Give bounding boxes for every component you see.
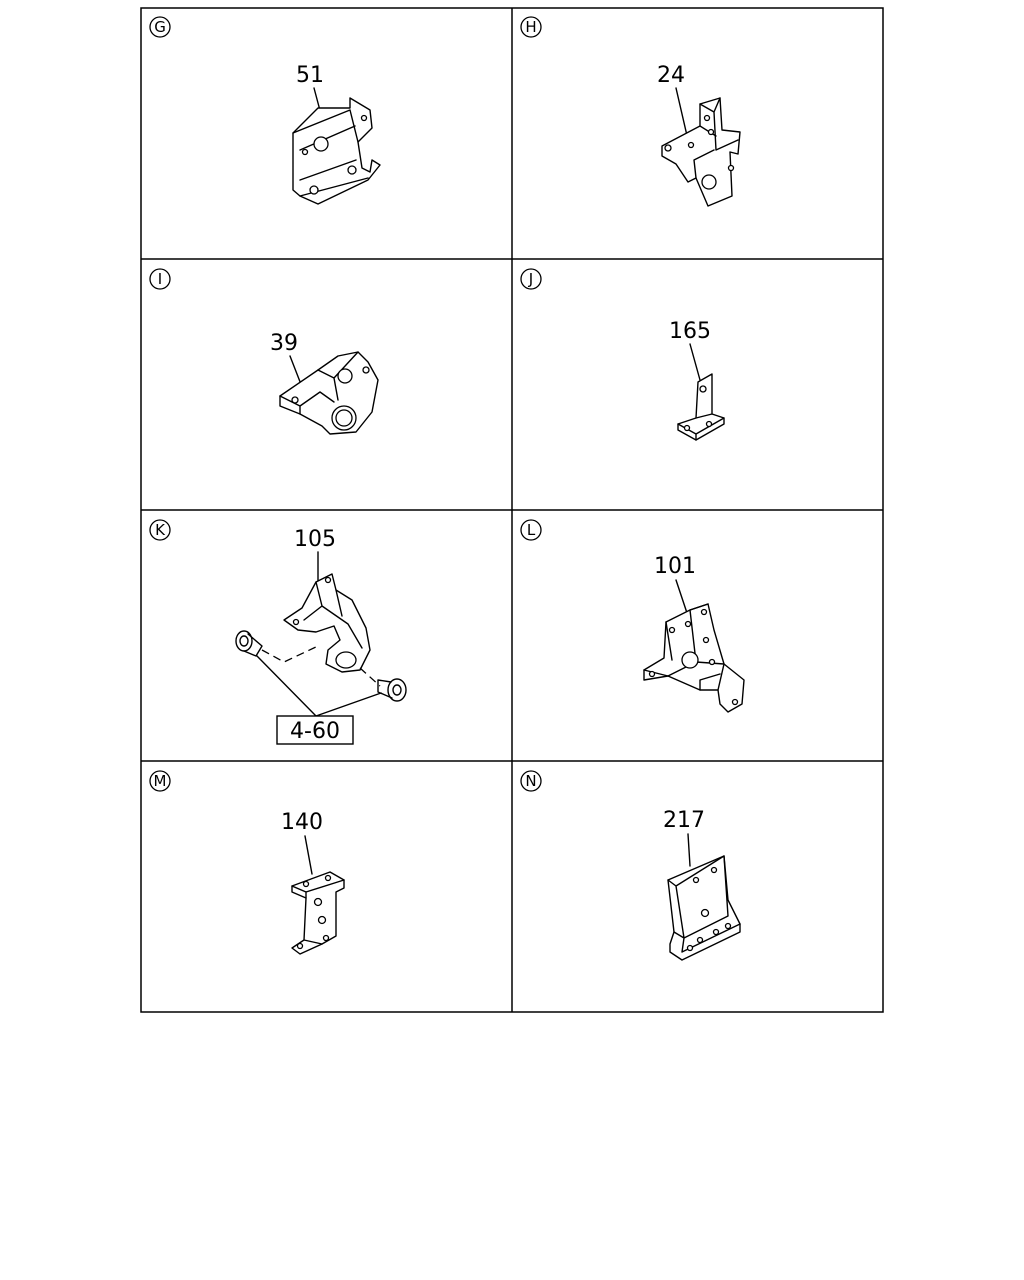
svg-text:G: G bbox=[154, 18, 166, 36]
panel-n-part-number: 217 bbox=[663, 808, 705, 833]
panel-j-letter-marker: J bbox=[520, 268, 542, 290]
panel-g: G 51 bbox=[149, 16, 381, 205]
svg-text:N: N bbox=[525, 772, 536, 790]
panel-k-part-number: 105 bbox=[294, 527, 336, 552]
svg-text:K: K bbox=[155, 521, 166, 539]
panel-k-letter-marker: K bbox=[149, 519, 171, 541]
panel-l-part-number: 101 bbox=[654, 554, 696, 579]
panel-j-part-number: 165 bbox=[669, 319, 711, 344]
panel-g-letter-marker: G bbox=[149, 16, 171, 38]
bracket-51-drawing bbox=[292, 97, 381, 205]
bracket-101-drawing bbox=[643, 603, 745, 713]
panel-j: J 165 bbox=[520, 268, 725, 441]
bolt-right-drawing bbox=[377, 678, 407, 702]
panel-h-letter-marker: H bbox=[520, 16, 542, 38]
panel-m-letter-marker: M bbox=[149, 770, 171, 792]
panel-h: H 24 bbox=[520, 16, 741, 207]
panel-grid bbox=[140, 7, 884, 1013]
svg-text:4-60: 4-60 bbox=[290, 719, 340, 744]
panel-k: K 105 4-60 bbox=[149, 519, 407, 745]
bracket-165-drawing bbox=[677, 373, 725, 441]
panel-m: M 140 bbox=[149, 770, 345, 955]
panel-i-letter-marker: I bbox=[149, 268, 171, 290]
bracket-140-drawing bbox=[291, 871, 345, 955]
panel-l: L 101 bbox=[520, 519, 745, 713]
reference-box-4-60: 4-60 bbox=[276, 715, 354, 745]
panel-l-letter-marker: L bbox=[520, 519, 542, 541]
svg-text:H: H bbox=[525, 18, 536, 36]
svg-text:M: M bbox=[154, 772, 167, 790]
panel-n: N 217 bbox=[520, 770, 741, 961]
bracket-24-drawing bbox=[661, 97, 741, 207]
bracket-217-drawing bbox=[667, 855, 741, 961]
panel-m-part-number: 140 bbox=[281, 810, 323, 835]
svg-text:J: J bbox=[528, 270, 533, 288]
svg-text:I: I bbox=[158, 270, 162, 288]
panel-n-letter-marker: N bbox=[520, 770, 542, 792]
panel-g-part-number: 51 bbox=[296, 63, 324, 88]
panel-i-part-number: 39 bbox=[270, 331, 298, 356]
bracket-39-drawing bbox=[279, 351, 379, 435]
svg-text:L: L bbox=[527, 521, 536, 539]
bolt-left-drawing bbox=[235, 630, 263, 657]
bracket-105-drawing bbox=[283, 573, 371, 673]
panel-h-part-number: 24 bbox=[657, 63, 685, 88]
panel-i: I 39 bbox=[149, 268, 379, 435]
